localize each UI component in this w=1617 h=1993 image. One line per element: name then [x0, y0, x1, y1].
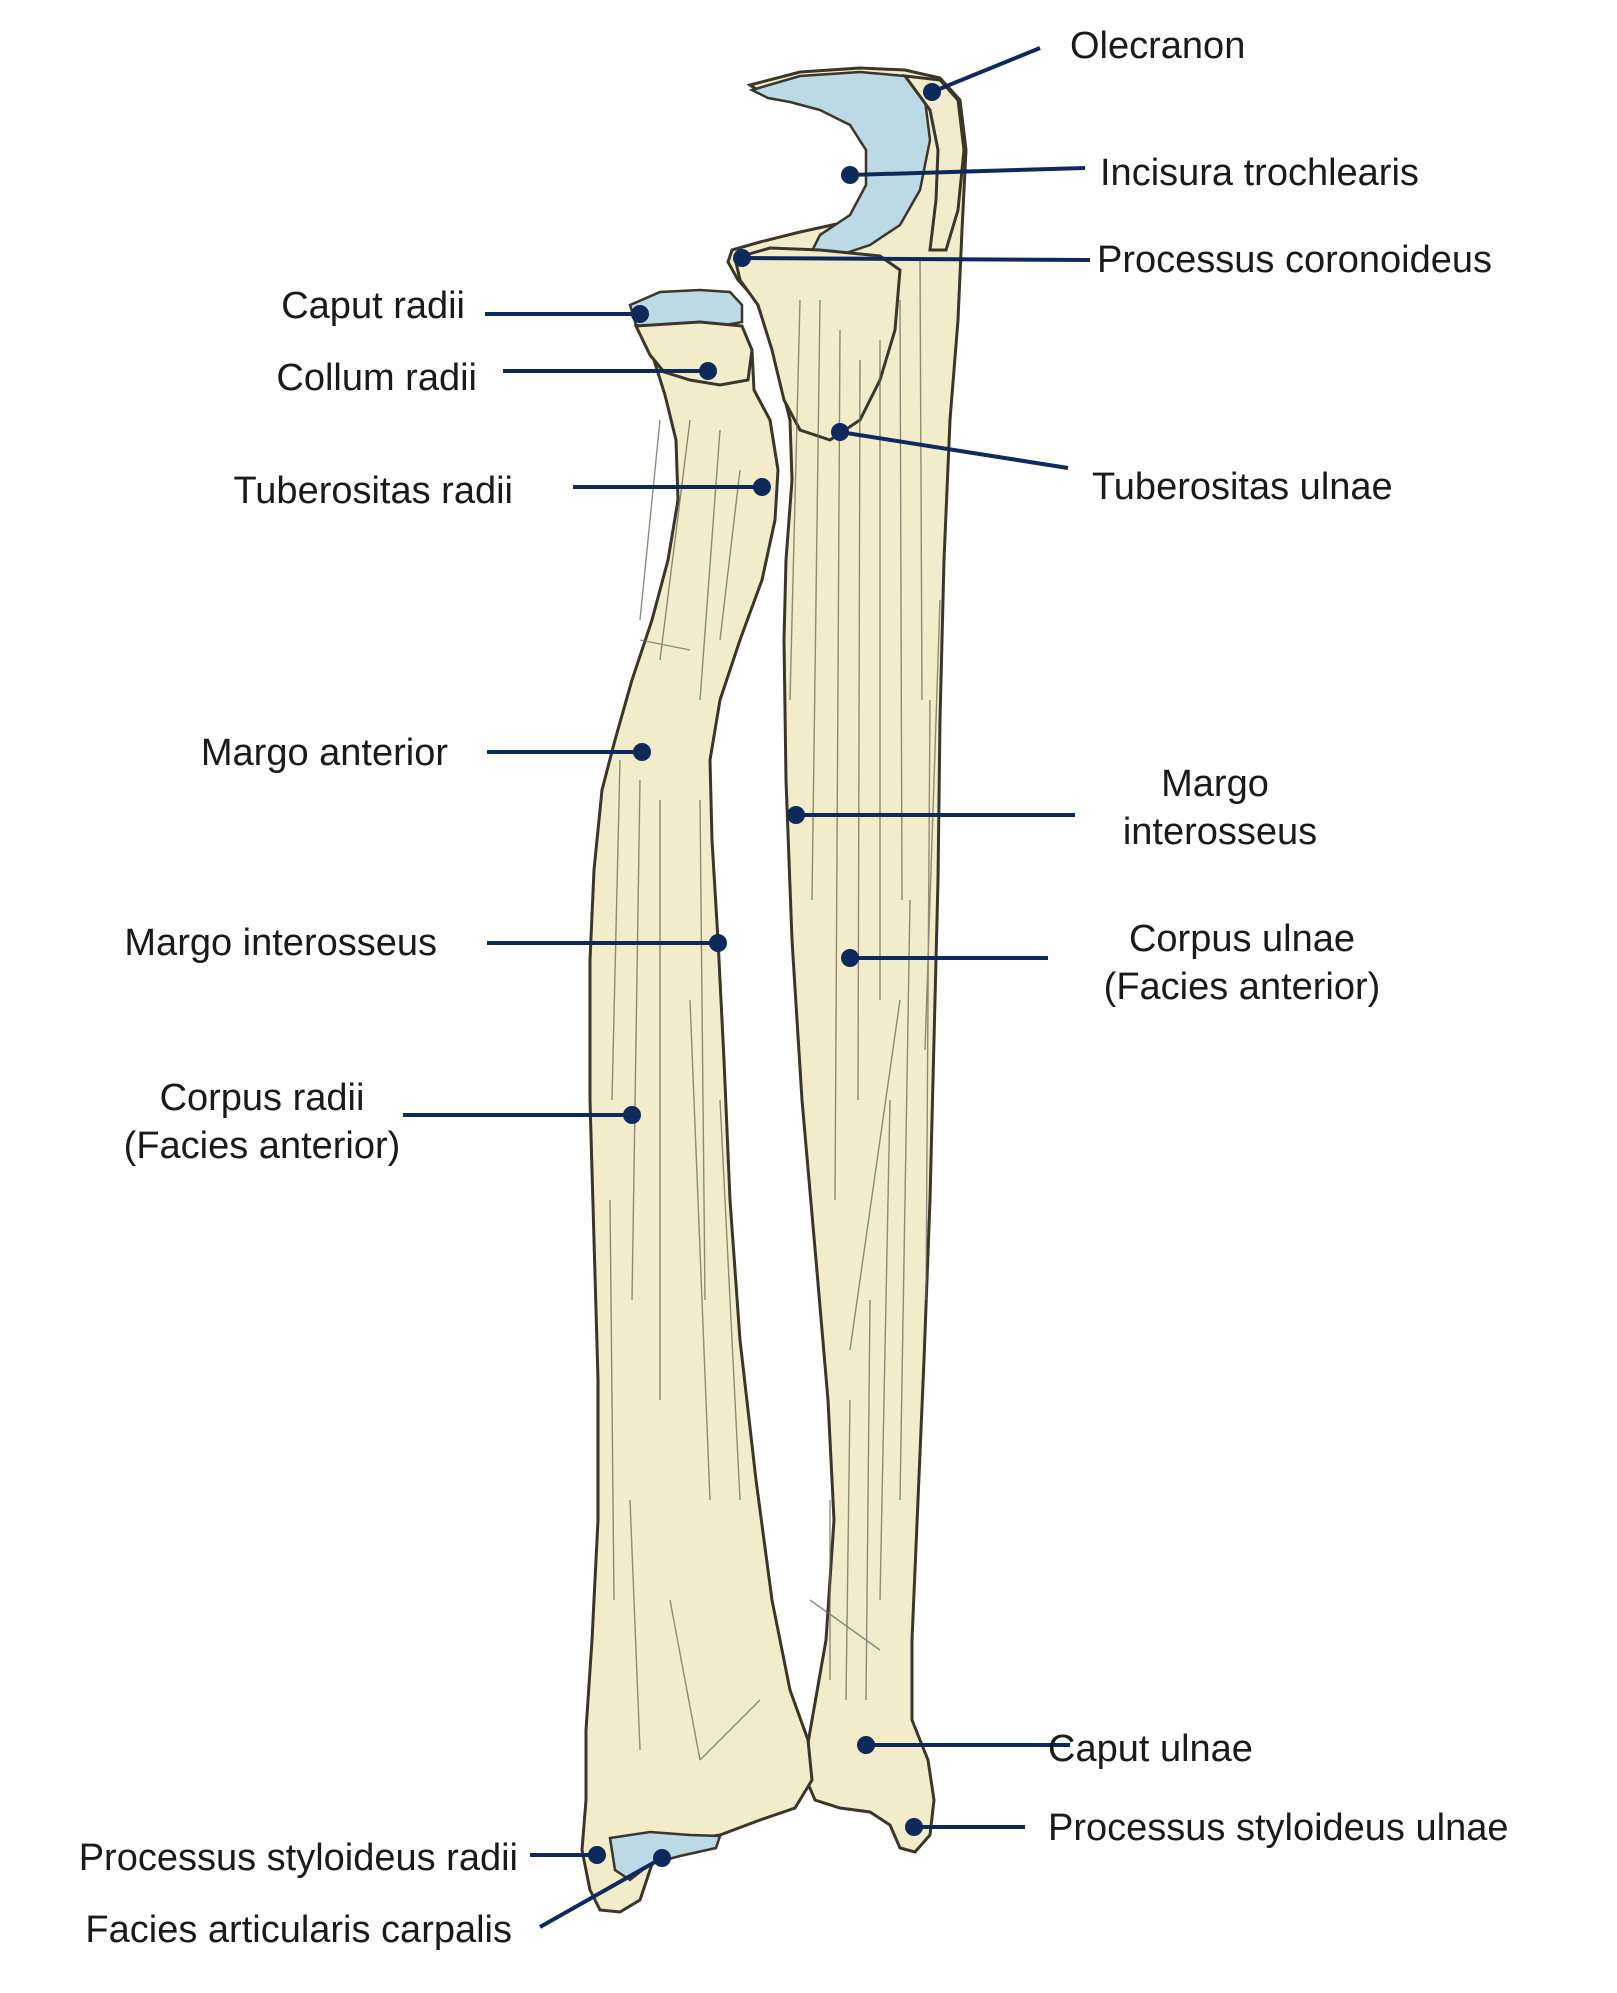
label-incisura-trochlearis: Incisura trochlearis: [1100, 152, 1419, 194]
label-caput-ulnae: Caput ulnae: [1048, 1728, 1253, 1770]
radius-bone: [580, 288, 814, 1914]
label-tuberositas-radii: Tuberositas radii: [234, 470, 514, 512]
dot-caput-ulnae: [857, 1736, 875, 1754]
label-margo-interosseus-ulnae-2: interosseus: [1123, 811, 1317, 853]
leader-processus-coronoideus: [741, 256, 1091, 262]
dot-facies-articularis-carpalis: [653, 1849, 671, 1867]
dot-processus-coronoideus: [733, 249, 751, 267]
label-tuberositas-ulnae: Tuberositas ulnae: [1092, 466, 1393, 508]
label-processus-styloideus-radii: Processus styloideus radii: [79, 1837, 518, 1879]
dot-margo-anterior: [633, 743, 651, 761]
label-processus-styloideus-ulnae: Processus styloideus ulnae: [1048, 1807, 1508, 1849]
label-corpus-ulnae-1: Corpus ulnae: [1129, 918, 1355, 960]
label-processus-coronoideus: Processus coronoideus: [1097, 239, 1492, 281]
label-margo-interosseus-ulnae-1: Margo: [1161, 763, 1269, 805]
label-caput-radii: Caput radii: [281, 285, 465, 327]
dot-olecranon: [923, 83, 941, 101]
leader-facies-articularis-carpalis: [539, 1856, 663, 1929]
label-corpus-radii-2: (Facies anterior): [124, 1125, 401, 1167]
leader-incisura-trochlearis: [849, 166, 1086, 177]
radius-hatching: [609, 419, 761, 1761]
dot-caput-radii: [631, 305, 649, 323]
dot-incisura-trochlearis: [841, 166, 859, 184]
dot-corpus-ulnae: [841, 949, 859, 967]
label-collum-radii: Collum radii: [276, 357, 477, 399]
dot-processus-styloideus-radii: [588, 1846, 606, 1864]
label-margo-anterior: Margo anterior: [201, 732, 448, 774]
dot-margo-interosseus-ulnae: [787, 806, 805, 824]
label-olecranon: Olecranon: [1070, 25, 1245, 67]
dot-processus-styloideus-ulnae: [905, 1818, 923, 1836]
leader-tuberositas-ulnae: [839, 430, 1069, 470]
label-facies-articularis-carpalis: Facies articularis carpalis: [85, 1909, 512, 1951]
label-margo-interosseus-radii: Margo interosseus: [124, 922, 437, 964]
leader-olecranon: [931, 46, 1041, 94]
dot-tuberositas-ulnae: [831, 423, 849, 441]
ulna-hatching: [789, 259, 941, 1701]
radius-head: [633, 320, 754, 387]
label-corpus-radii-1: Corpus radii: [160, 1077, 365, 1119]
dot-tuberositas-radii: [753, 478, 771, 496]
dot-corpus-radii: [623, 1106, 641, 1124]
dot-margo-interosseus-radii: [709, 934, 727, 952]
olecranon-ridge: [901, 74, 966, 252]
dot-collum-radii: [699, 362, 717, 380]
label-corpus-ulnae-2: (Facies anterior): [1104, 966, 1381, 1008]
